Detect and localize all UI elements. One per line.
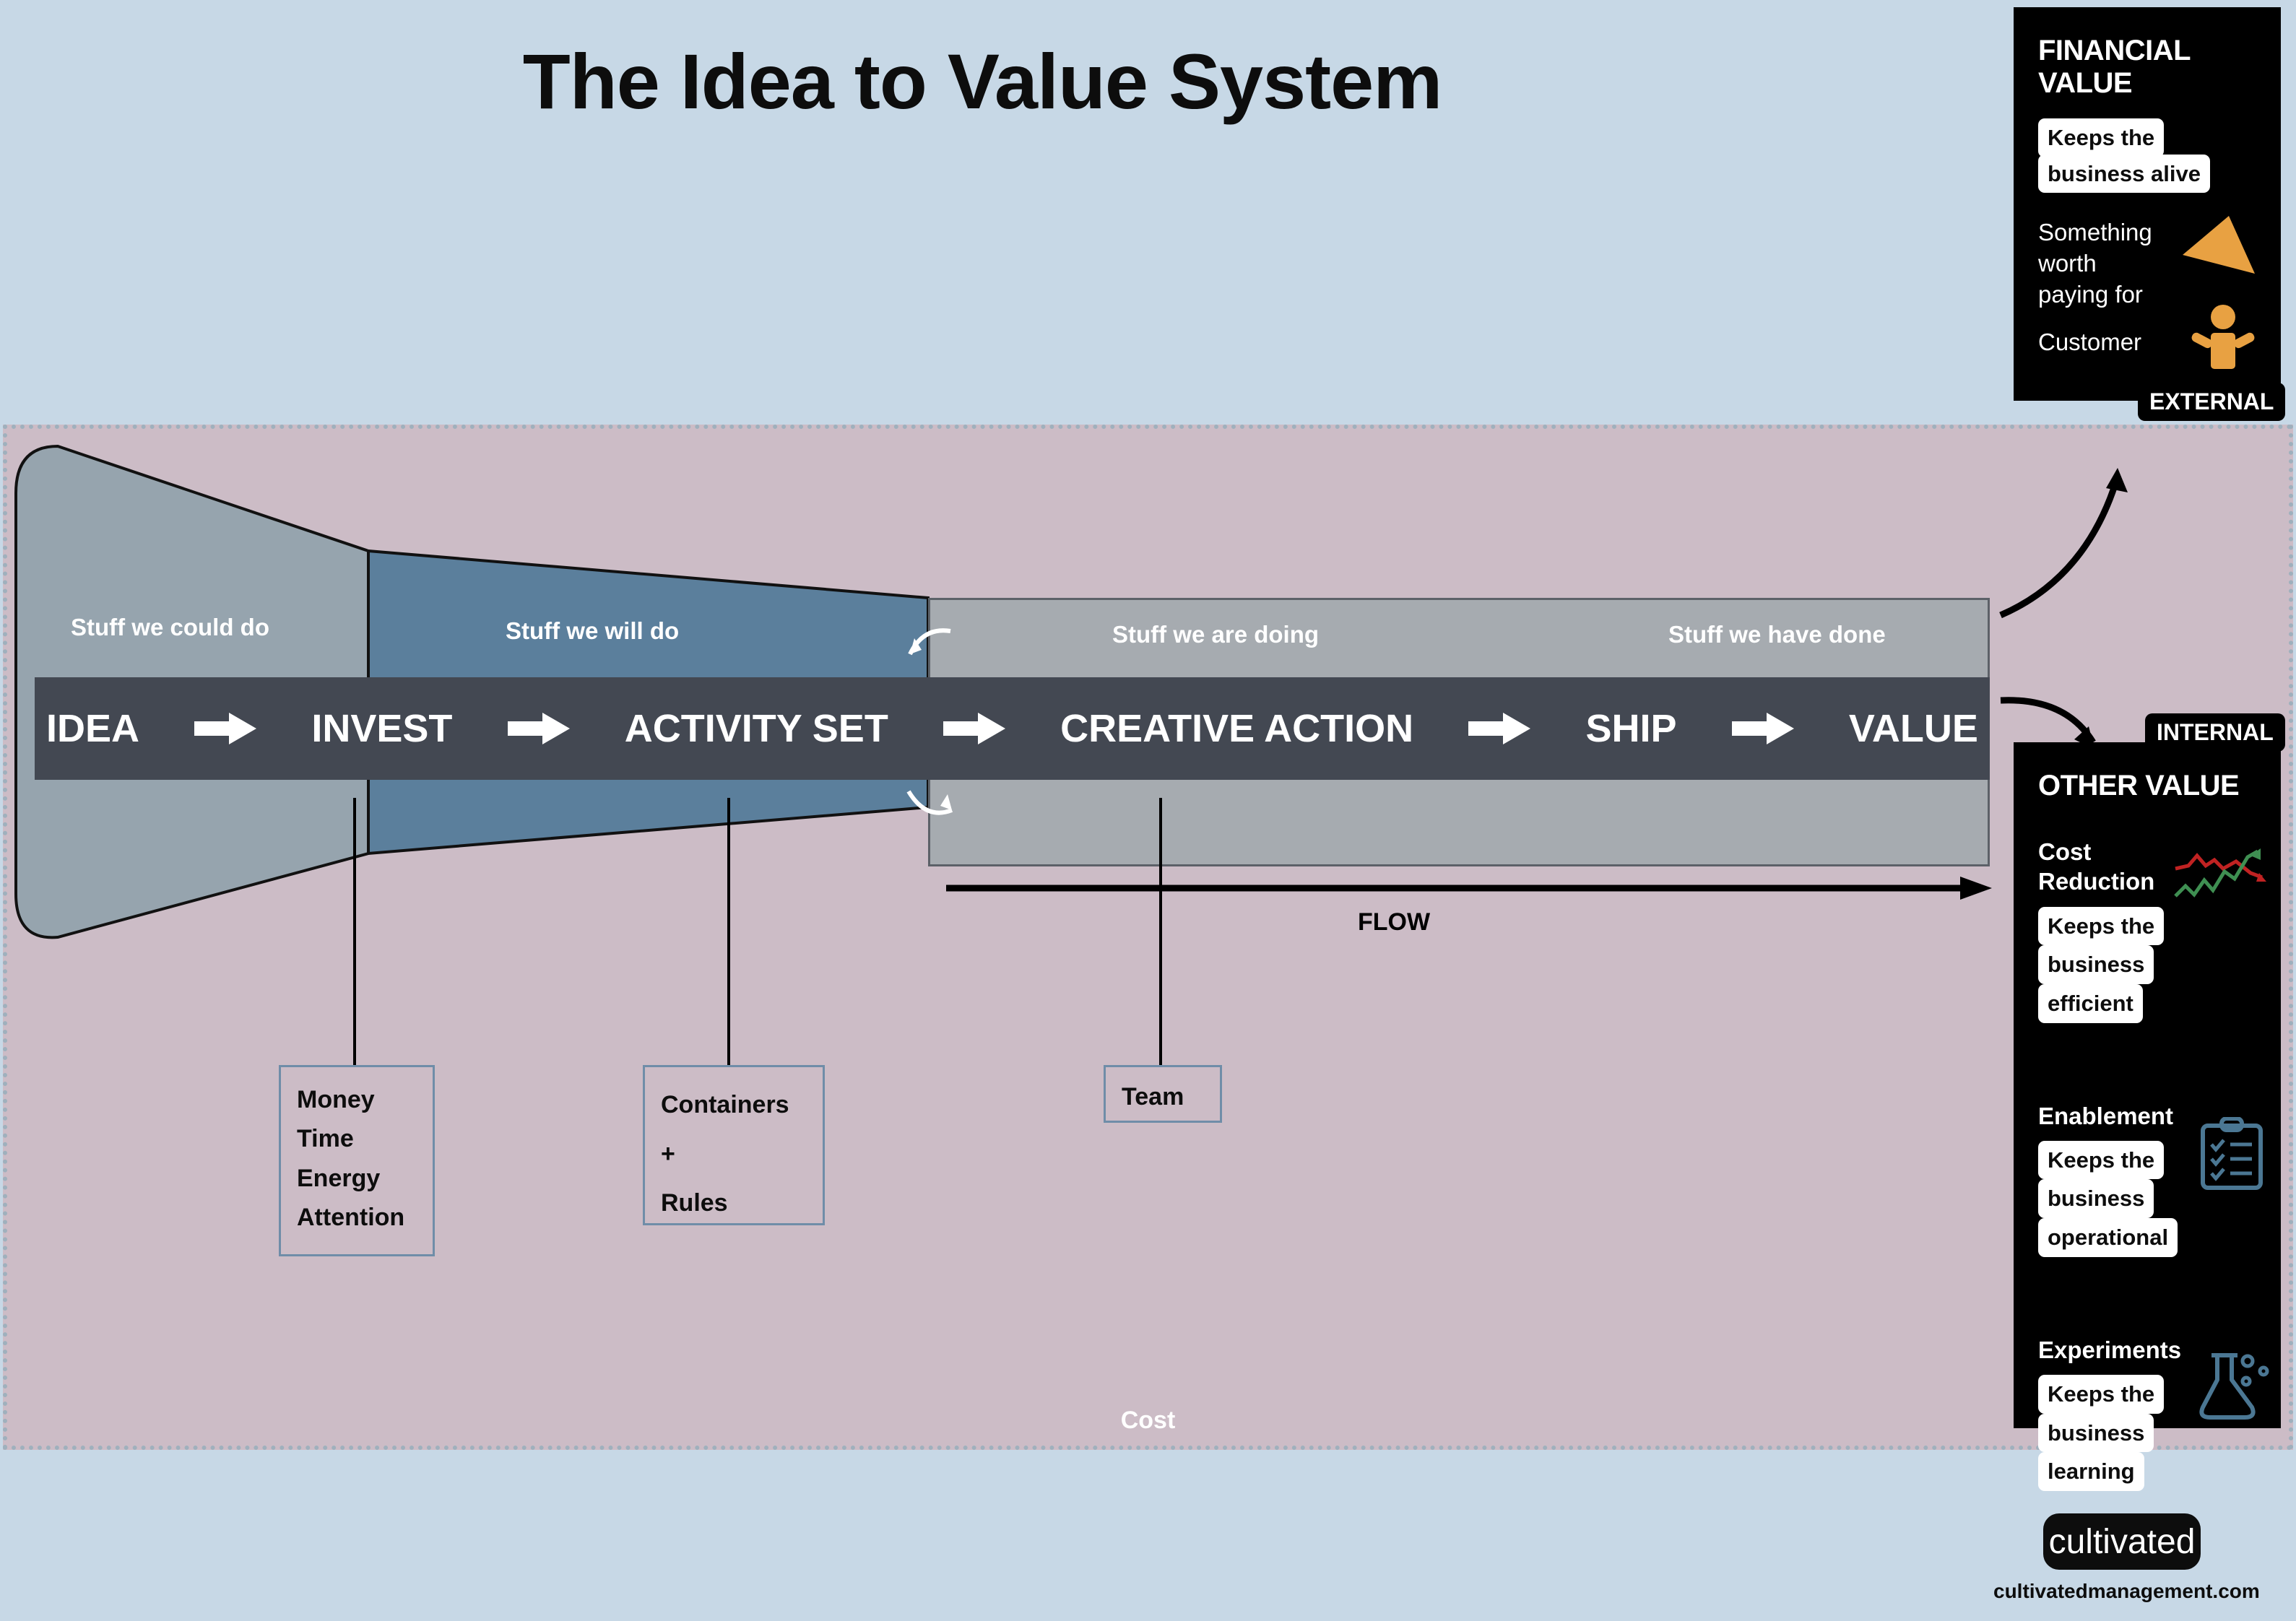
other-value-title: OTHER VALUE [2038, 770, 2240, 801]
flask-icon [2199, 1352, 2269, 1420]
stage-label-idea[interactable]: IDEA [46, 707, 140, 750]
stage-label-activity-set[interactable]: ACTIVITY SET [624, 707, 888, 750]
speech-line: operational [2038, 1218, 2178, 1257]
connector-line-activity-set [727, 798, 730, 1065]
cultivated-logo[interactable]: cultivated [2043, 1513, 2201, 1570]
label-stuff-we-have-done: Stuff we have done [1668, 621, 1886, 648]
speech-line: efficient [2038, 983, 2143, 1023]
trend-lines-icon [2174, 848, 2266, 898]
stage-label-creative-action[interactable]: CREATIVE ACTION [1060, 707, 1414, 750]
info-line: Team [1122, 1083, 1184, 1111]
label-stuff-we-are-doing: Stuff we are doing [1112, 621, 1320, 648]
speech-line: business [2038, 1413, 2154, 1453]
label-stuff-we-could-do: Stuff we could do [71, 614, 269, 640]
info-line: Attention [297, 1204, 405, 1232]
clipboard-checklist-icon [2201, 1116, 2263, 1190]
info-line: Money [297, 1086, 375, 1113]
tag-external: EXTERNAL [2138, 383, 2286, 421]
stage-label-invest[interactable]: INVEST [311, 707, 453, 750]
info-line: Rules [661, 1189, 728, 1217]
flow-label: FLOW [1358, 908, 1431, 936]
other-item-speech-experiments: Keeps the business learning [2038, 1375, 2262, 1492]
info-box-creative-action-inputs: Team [1104, 1065, 1222, 1123]
curl-arrow-down-icon [906, 790, 953, 815]
info-line: Energy [297, 1164, 381, 1192]
cultivated-url: cultivatedmanagement.com [1993, 1580, 2260, 1602]
speech-line: business alive [2038, 154, 2210, 194]
other-item-heading-enablement: Enablement [2038, 1102, 2174, 1129]
speech-line: Keeps the [2038, 118, 2165, 157]
info-line: Time [297, 1125, 354, 1153]
label-stuff-we-will-do: Stuff we will do [506, 617, 680, 644]
connector-line-invest [353, 798, 356, 1065]
financial-value-title: FINANCIAL VALUE [2038, 35, 2191, 99]
other-value-panel: OTHER VALUE Cost Reduction Keeps the bus… [2014, 742, 2281, 1492]
curved-arrow-to-financial-value [1999, 468, 2128, 619]
person-icon [2191, 305, 2255, 370]
flow-arrow-icon [946, 877, 1992, 900]
financial-item-label-worth-paying: Something worth paying for [2038, 219, 2152, 308]
other-item-speech-enablement: Keeps the business operational [2038, 1140, 2262, 1257]
cost-label: Cost [1120, 1407, 1176, 1434]
stage-label-ship[interactable]: SHIP [1585, 707, 1677, 750]
speech-line: business [2038, 945, 2154, 984]
info-line: Containers [661, 1091, 789, 1118]
info-line: + [661, 1140, 675, 1168]
arrow-right-icon-4 [1468, 713, 1531, 744]
other-item-speech-cost-reduction: Keeps the business efficient [2038, 906, 2262, 1023]
info-box-invest-inputs: Money Time Energy Attention [279, 1065, 435, 1256]
arrow-right-icon-5 [1731, 713, 1794, 744]
stage-flow-bar: IDEA INVEST ACTIVITY SET CREATIVE ACTION… [35, 677, 1990, 780]
other-item-heading-cost-reduction: Cost Reduction [2038, 838, 2155, 895]
info-box-activity-set-inputs: Containers + Rules [643, 1065, 825, 1225]
stage-label-value[interactable]: VALUE [1848, 707, 1978, 750]
speech-line: learning [2038, 1452, 2144, 1492]
speech-line: Keeps the [2038, 906, 2165, 946]
speech-line: business [2038, 1179, 2154, 1219]
triangle-icon [2183, 216, 2255, 274]
connector-line-creative-action [1159, 798, 1162, 1065]
arrow-right-icon-2 [507, 713, 570, 744]
other-item-heading-experiments: Experiments [2038, 1336, 2182, 1363]
page-title: The Idea to Value System [522, 38, 1442, 125]
financial-item-label-customer: Customer [2038, 329, 2142, 356]
arrow-right-icon-1 [194, 713, 257, 744]
financial-value-speech-bubble: Keeps the business alive [2038, 118, 2262, 194]
curl-arrow-up-icon [908, 628, 951, 656]
arrow-right-icon-3 [943, 713, 1005, 744]
speech-line: Keeps the [2038, 1140, 2165, 1180]
financial-value-panel: FINANCIAL VALUE Keeps the business alive… [2014, 7, 2281, 401]
speech-line: Keeps the [2038, 1375, 2165, 1414]
